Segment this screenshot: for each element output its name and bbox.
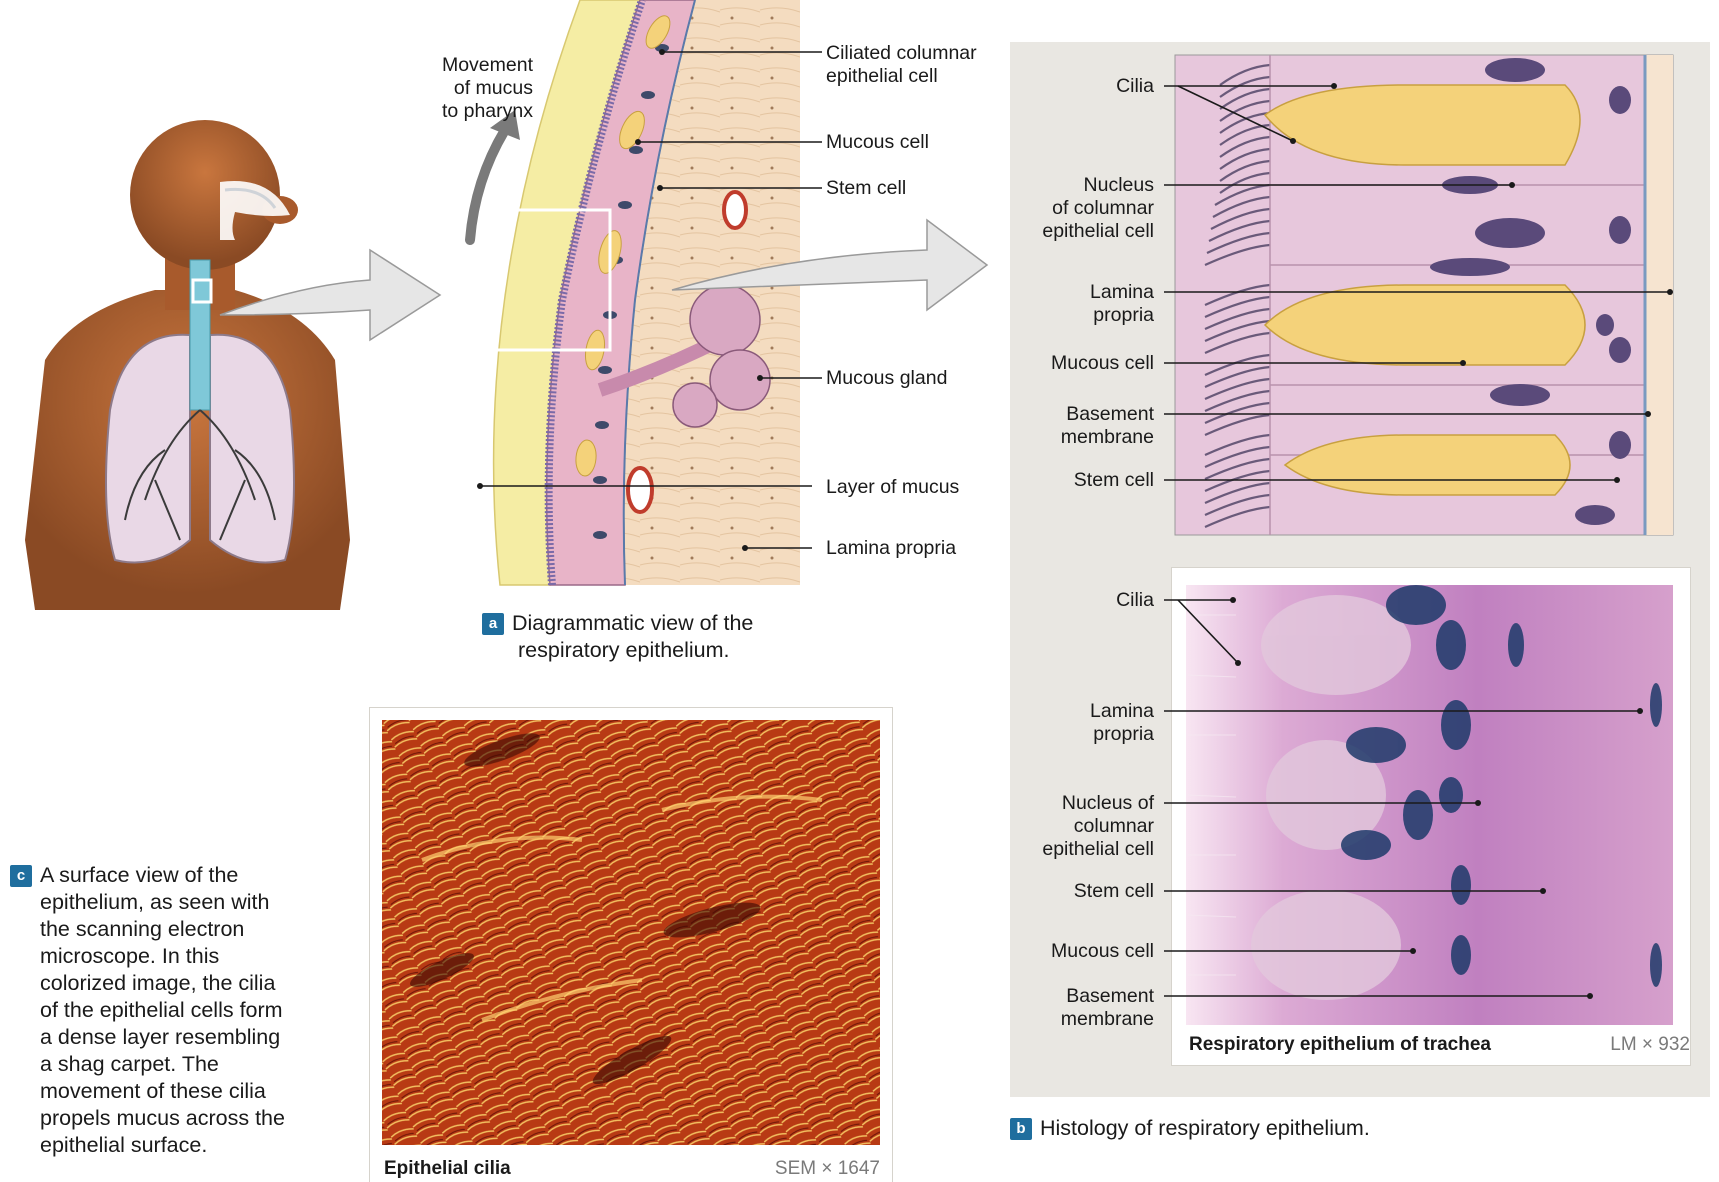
b-upper-label-stem-cell: Stem cell xyxy=(1030,469,1154,492)
sem-photo-magnification: SEM × 1647 xyxy=(690,1158,880,1180)
panel-c-badge: c xyxy=(10,865,32,887)
sem-micrograph xyxy=(382,720,880,1145)
b-lower-label-lamina: Lamina propria xyxy=(1030,700,1154,746)
b-lower-label-cilia: Cilia xyxy=(1030,589,1154,612)
b-upper-label-lamina: Lamina propria xyxy=(1030,281,1154,327)
b-upper-label-cilia: Cilia xyxy=(1030,75,1154,98)
b-lower-label-mucous-cell: Mucous cell xyxy=(1020,940,1154,963)
panel-b-badge: b xyxy=(1010,1118,1032,1140)
b-lower-label-stem-cell: Stem cell xyxy=(1030,880,1154,903)
b-lower-label-nucleus: Nucleus of columnar epithelial cell xyxy=(1010,792,1154,861)
b-lower-label-basement: Basement membrane xyxy=(1030,985,1154,1031)
sem-photo-caption: Epithelial cilia xyxy=(384,1158,511,1180)
b-upper-label-mucous-cell: Mucous cell xyxy=(1020,352,1154,375)
b-upper-label-nucleus: Nucleus of columnar epithelial cell xyxy=(1010,174,1154,243)
b-upper-label-basement: Basement membrane xyxy=(1030,403,1154,449)
